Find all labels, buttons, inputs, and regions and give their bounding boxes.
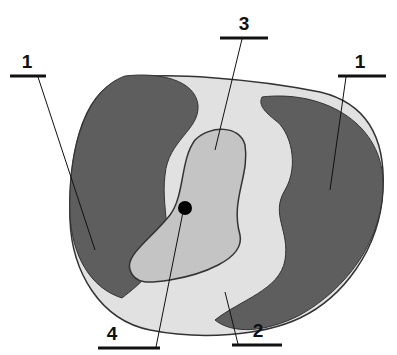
callout-shelf	[338, 75, 386, 78]
callout-number: 2	[253, 321, 264, 340]
callout-shelf	[10, 75, 46, 78]
leader-line	[330, 77, 346, 190]
callout-shelf	[98, 347, 160, 350]
leader-lines	[10, 38, 386, 348]
callout-shelf	[220, 37, 268, 40]
leader-line	[156, 212, 183, 347]
leader-line	[215, 39, 242, 150]
callout-number: 3	[239, 14, 250, 33]
middle-region	[129, 129, 245, 282]
leader-line	[38, 77, 95, 250]
callout-number: 1	[22, 52, 33, 71]
callout-number: 4	[107, 324, 118, 343]
callout-number: 1	[355, 52, 366, 71]
callout-shelf	[232, 344, 282, 347]
dark-region-right	[215, 96, 383, 330]
leader-line	[225, 292, 238, 344]
center-dot	[178, 201, 192, 215]
